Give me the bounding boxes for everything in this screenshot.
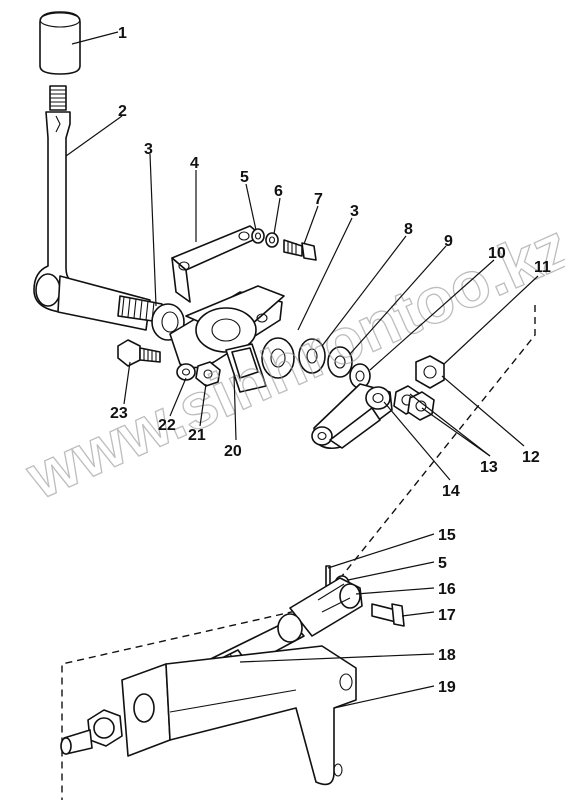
- label-23: 23: [110, 405, 128, 422]
- label-16: 16: [438, 581, 456, 598]
- coupling-nut: [60, 709, 123, 755]
- label-3b: 3: [350, 203, 359, 220]
- nut-21: [195, 361, 221, 387]
- label-18: 18: [438, 647, 456, 664]
- label-15: 15: [438, 527, 456, 544]
- clevis-16: [289, 577, 363, 637]
- label-5b: 5: [438, 555, 447, 572]
- label-9: 9: [444, 233, 453, 250]
- label-19: 19: [438, 679, 456, 696]
- label-21: 21: [188, 427, 206, 444]
- part-number-labels: 1 2 3 4 5 6 7 3 8 9 10 11 12 13 14 20 21…: [110, 25, 551, 696]
- pin-20: [231, 347, 259, 379]
- shaft-part: [57, 275, 163, 331]
- label-7: 7: [314, 191, 323, 208]
- washer-22: [176, 363, 196, 381]
- knob-part: [39, 11, 81, 75]
- main-housing: [169, 285, 285, 393]
- label-22: 22: [158, 417, 176, 434]
- label-14: 14: [442, 483, 460, 500]
- label-3: 3: [144, 141, 153, 158]
- label-12: 12: [522, 449, 540, 466]
- assembly-boundary: [61, 305, 536, 800]
- washer-5: [251, 228, 265, 244]
- leader-lines: [65, 31, 539, 709]
- label-4: 4: [190, 155, 199, 172]
- label-10: 10: [488, 245, 506, 262]
- washer-9: [327, 346, 353, 378]
- label-5: 5: [240, 169, 249, 186]
- label-2: 2: [118, 103, 127, 120]
- lock-washer-6: [265, 232, 279, 248]
- label-8: 8: [404, 221, 413, 238]
- nut-12: [415, 355, 445, 389]
- label-13: 13: [480, 459, 498, 476]
- bolt-23: [117, 339, 161, 367]
- label-6: 6: [274, 183, 283, 200]
- bracket-19: [121, 645, 357, 786]
- pin-17: [371, 603, 405, 627]
- lever-part: [33, 85, 131, 319]
- link-arm: [311, 383, 393, 450]
- washer-8: [298, 338, 326, 374]
- label-11: 11: [534, 259, 551, 276]
- bolt-7: [283, 239, 317, 261]
- label-17: 17: [438, 607, 456, 624]
- nut-13b: [407, 391, 435, 421]
- label-20: 20: [224, 443, 242, 460]
- bushing-right: [261, 337, 295, 379]
- label-1: 1: [118, 25, 127, 42]
